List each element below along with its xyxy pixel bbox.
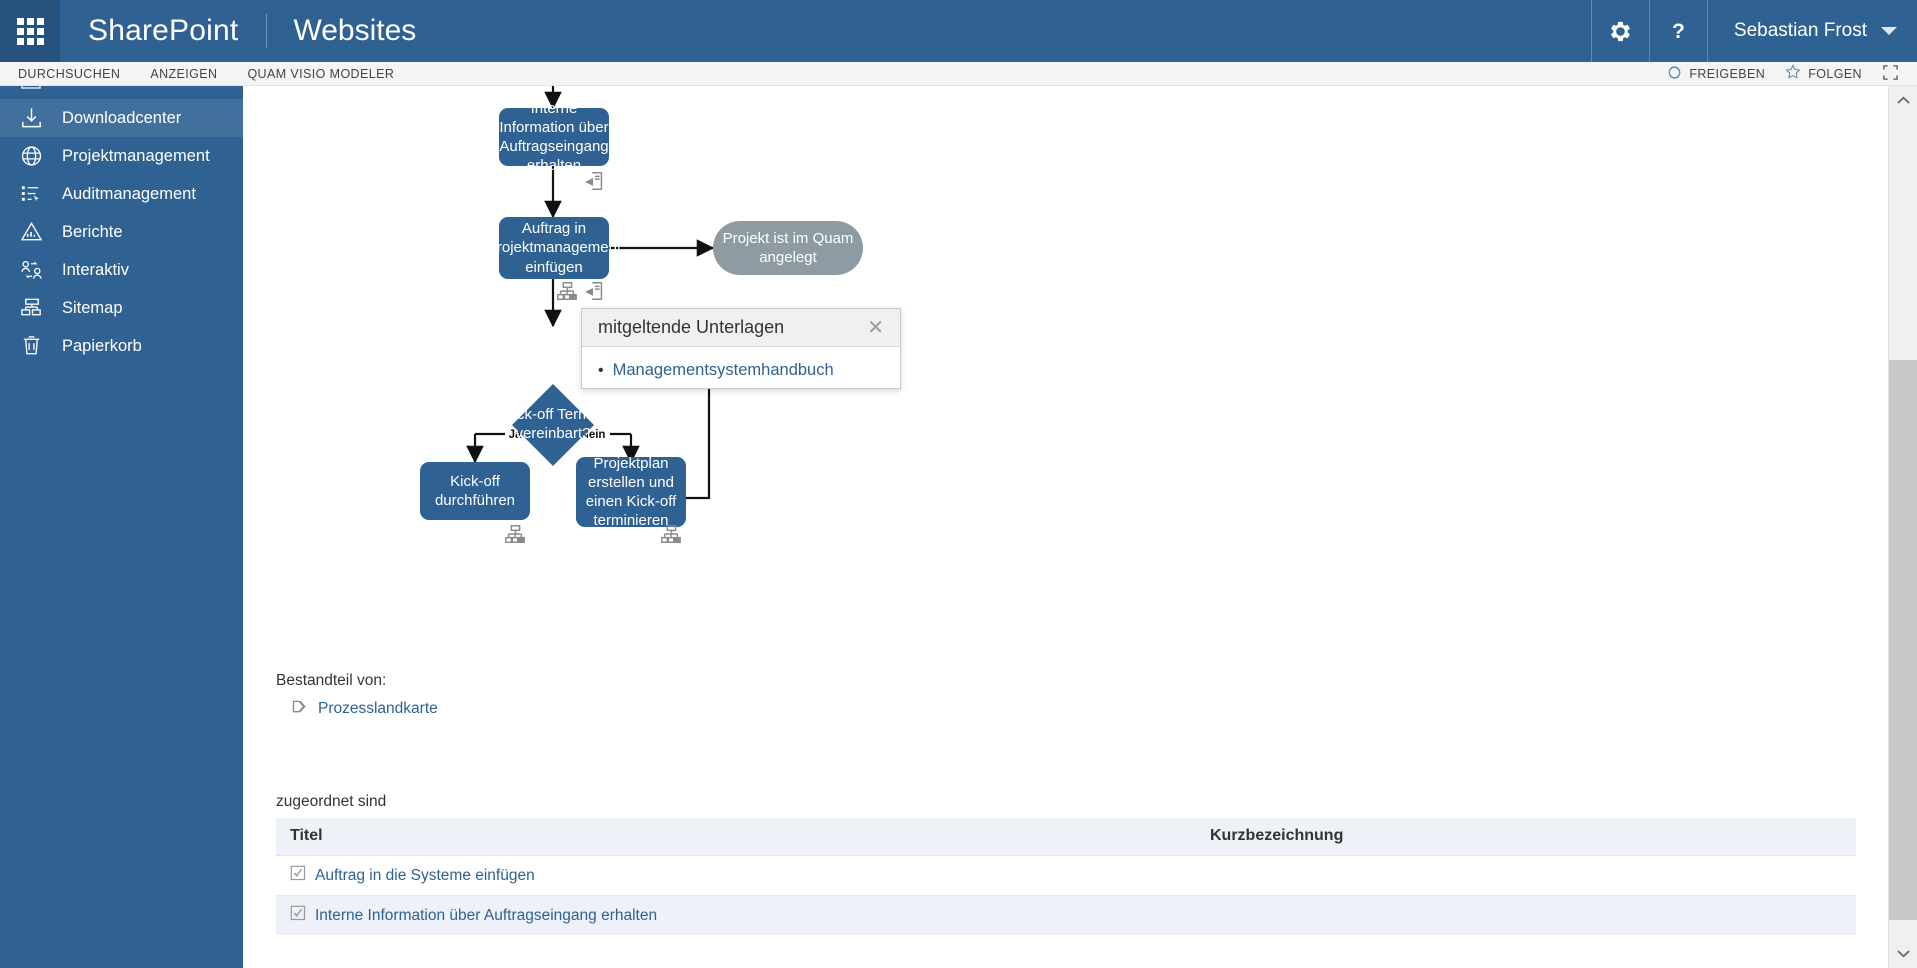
ribbon-tab-list: DURCHSUCHEN ANZEIGEN QUAM VISIO MODELER <box>0 67 394 81</box>
checkbox-check-icon[interactable] <box>290 865 306 886</box>
sidebar-item-label: Sitemap <box>62 298 123 317</box>
sidebar-item-berichte[interactable]: Berichte <box>0 213 243 251</box>
sidebar-item-label: Berichte <box>62 222 123 241</box>
share-label: FREIGEBEN <box>1689 66 1766 81</box>
flow-connectors: Ja Nein <box>466 86 715 500</box>
lower-sections: Bestandteil von: Prozesslandkarte zugeor… <box>276 672 1856 935</box>
bestandteil-link-row: Prozesslandkarte <box>276 699 1856 719</box>
row-link-title[interactable]: Auftrag in die Systeme einfügen <box>315 866 535 884</box>
app-launcher-button[interactable] <box>0 0 60 62</box>
focus-on-content-button[interactable] <box>1882 64 1899 84</box>
sidebar-item-downloadcenter[interactable]: Downloadcenter <box>0 99 243 137</box>
people-exchange-icon <box>16 256 46 284</box>
assigned-table: Titel Kurzbezeichnung <box>276 818 1856 935</box>
list-cursor-icon <box>16 180 46 208</box>
assigned-label: zugeordnet sind <box>276 793 387 810</box>
bestandteil-label: Bestandteil von: <box>276 672 387 689</box>
ribbon-tab-quam-visio-modeler[interactable]: QUAM VISIO MODELER <box>247 66 395 81</box>
chevron-down-icon <box>1881 27 1897 35</box>
close-icon[interactable]: ✕ <box>867 316 884 339</box>
flow-node-projekt-ist-im-quam-angelegt[interactable]: Projekt ist im Quam angelegt <box>713 221 863 275</box>
focus-on-content-icon <box>1882 64 1899 84</box>
follow-label: FOLGEN <box>1808 66 1862 81</box>
sidebar-item-sitemap[interactable]: Sitemap <box>0 289 243 327</box>
callout-link-managementsystemhandbuch[interactable]: Managementsystemhandbuch <box>612 361 834 379</box>
sidebar-item-projektmanagement[interactable]: Projektmanagement <box>0 137 243 175</box>
site-title-link[interactable]: Websites <box>293 14 417 47</box>
sidebar-item-label: Projektmanagement <box>62 146 210 165</box>
flow-node-interne-information[interactable]: Interne Information über Auftragseingang… <box>499 99 609 175</box>
flow-node-kickoff-durchfuehren[interactable]: Kick-off durchführen <box>420 462 530 520</box>
share-button[interactable]: FREIGEBEN <box>1667 65 1765 83</box>
list-item: • Managementsystemhandbuch <box>598 361 884 380</box>
link-prozesslandkarte[interactable]: Prozesslandkarte <box>318 700 438 717</box>
table-row[interactable]: Interne Information über Auftragseingang… <box>276 895 1856 935</box>
suite-divider <box>266 14 268 48</box>
sharepoint-brand-link[interactable]: SharePoint <box>88 14 239 47</box>
row-link-title[interactable]: Interne Information über Auftragseingang… <box>315 906 658 924</box>
table-header-row: Titel Kurzbezeichnung <box>276 818 1856 856</box>
left-navigation: Downloadcenter Projektmanagement Auditma… <box>0 86 243 968</box>
row-kurzbezeichnung <box>1196 855 1856 896</box>
sidebar-item-label: Papierkorb <box>62 336 142 355</box>
mitgeltende-unterlagen-callout: mitgeltende Unterlagen ✕ • Managementsys… <box>581 308 901 389</box>
partial-icon <box>16 86 46 99</box>
sitemap-icon <box>16 294 46 322</box>
table-row[interactable]: Auftrag in die Systeme einfügen <box>276 855 1856 896</box>
column-header-kurzbezeichnung[interactable]: Kurzbezeichnung <box>1196 818 1856 856</box>
scroll-up-button[interactable] <box>1889 86 1917 115</box>
help-button[interactable]: ? <box>1648 0 1707 62</box>
star-icon <box>1785 64 1801 83</box>
sidebar-item-interaktiv[interactable]: Interaktiv <box>0 251 243 289</box>
waffle-icon <box>16 17 44 45</box>
svg-text:?: ? <box>1672 20 1685 43</box>
scroll-down-button[interactable] <box>1889 939 1917 968</box>
process-arrow-icon <box>292 699 309 719</box>
sidebar-item-auditmanagement[interactable]: Auditmanagement <box>0 175 243 213</box>
sidebar-item-label: Auditmanagement <box>62 184 196 203</box>
share-icon <box>1667 65 1682 83</box>
ribbon-bar: DURCHSUCHEN ANZEIGEN QUAM VISIO MODELER … <box>0 62 1917 86</box>
vertical-scrollbar[interactable] <box>1888 86 1917 968</box>
user-name: Sebastian Frost <box>1733 20 1867 41</box>
chevron-down-icon <box>1897 945 1910 963</box>
sidebar-item-label: Downloadcenter <box>62 108 182 127</box>
follow-button[interactable]: FOLGEN <box>1785 64 1862 83</box>
ribbon-tab-anzeigen[interactable]: ANZEIGEN <box>150 66 218 81</box>
scrollbar-thumb[interactable] <box>1889 360 1917 920</box>
gear-icon <box>1609 20 1632 43</box>
suite-bar-right: ? Sebastian Frost <box>1590 0 1917 62</box>
ribbon-actions: FREIGEBEN FOLGEN <box>1667 64 1917 84</box>
sidebar-item-label: Interaktiv <box>62 260 129 279</box>
suite-bar: SharePoint Websites ? Sebastian Frost <box>0 0 1917 62</box>
download-icon <box>16 104 46 132</box>
flow-node-auftrag-in-projektmanagement[interactable]: Auftrag in Projektmanagement einfügen <box>487 217 621 279</box>
chart-triangle-icon <box>16 218 46 246</box>
callout-header: mitgeltende Unterlagen ✕ <box>582 309 900 347</box>
sidebar-item-partial-top[interactable] <box>0 86 243 99</box>
question-mark-icon: ? <box>1667 20 1690 43</box>
callout-body: • Managementsystemhandbuch <box>582 347 900 398</box>
bullet-marker: • <box>598 362 604 379</box>
ribbon-tab-durchsuchen[interactable]: DURCHSUCHEN <box>18 66 121 81</box>
settings-button[interactable] <box>1590 0 1649 62</box>
chevron-up-icon <box>1896 92 1910 110</box>
column-header-titel[interactable]: Titel <box>276 818 1196 856</box>
flow-node-projektplan-erstellen[interactable]: Projektplan erstellen und einen Kick-off… <box>576 455 686 529</box>
checkbox-check-icon[interactable] <box>290 905 306 926</box>
sidebar-item-papierkorb[interactable]: Papierkorb <box>0 327 243 365</box>
user-menu[interactable]: Sebastian Frost <box>1706 0 1917 62</box>
main-content: Ja Nein Interne Information über Auftrag… <box>243 86 1888 968</box>
globe-icon <box>16 142 46 170</box>
process-flow-diagram: Ja Nein Interne Information über Auftrag… <box>243 86 1888 746</box>
callout-title: mitgeltende Unterlagen <box>598 317 785 337</box>
row-kurzbezeichnung <box>1196 895 1856 935</box>
recycle-bin-icon <box>16 332 46 360</box>
